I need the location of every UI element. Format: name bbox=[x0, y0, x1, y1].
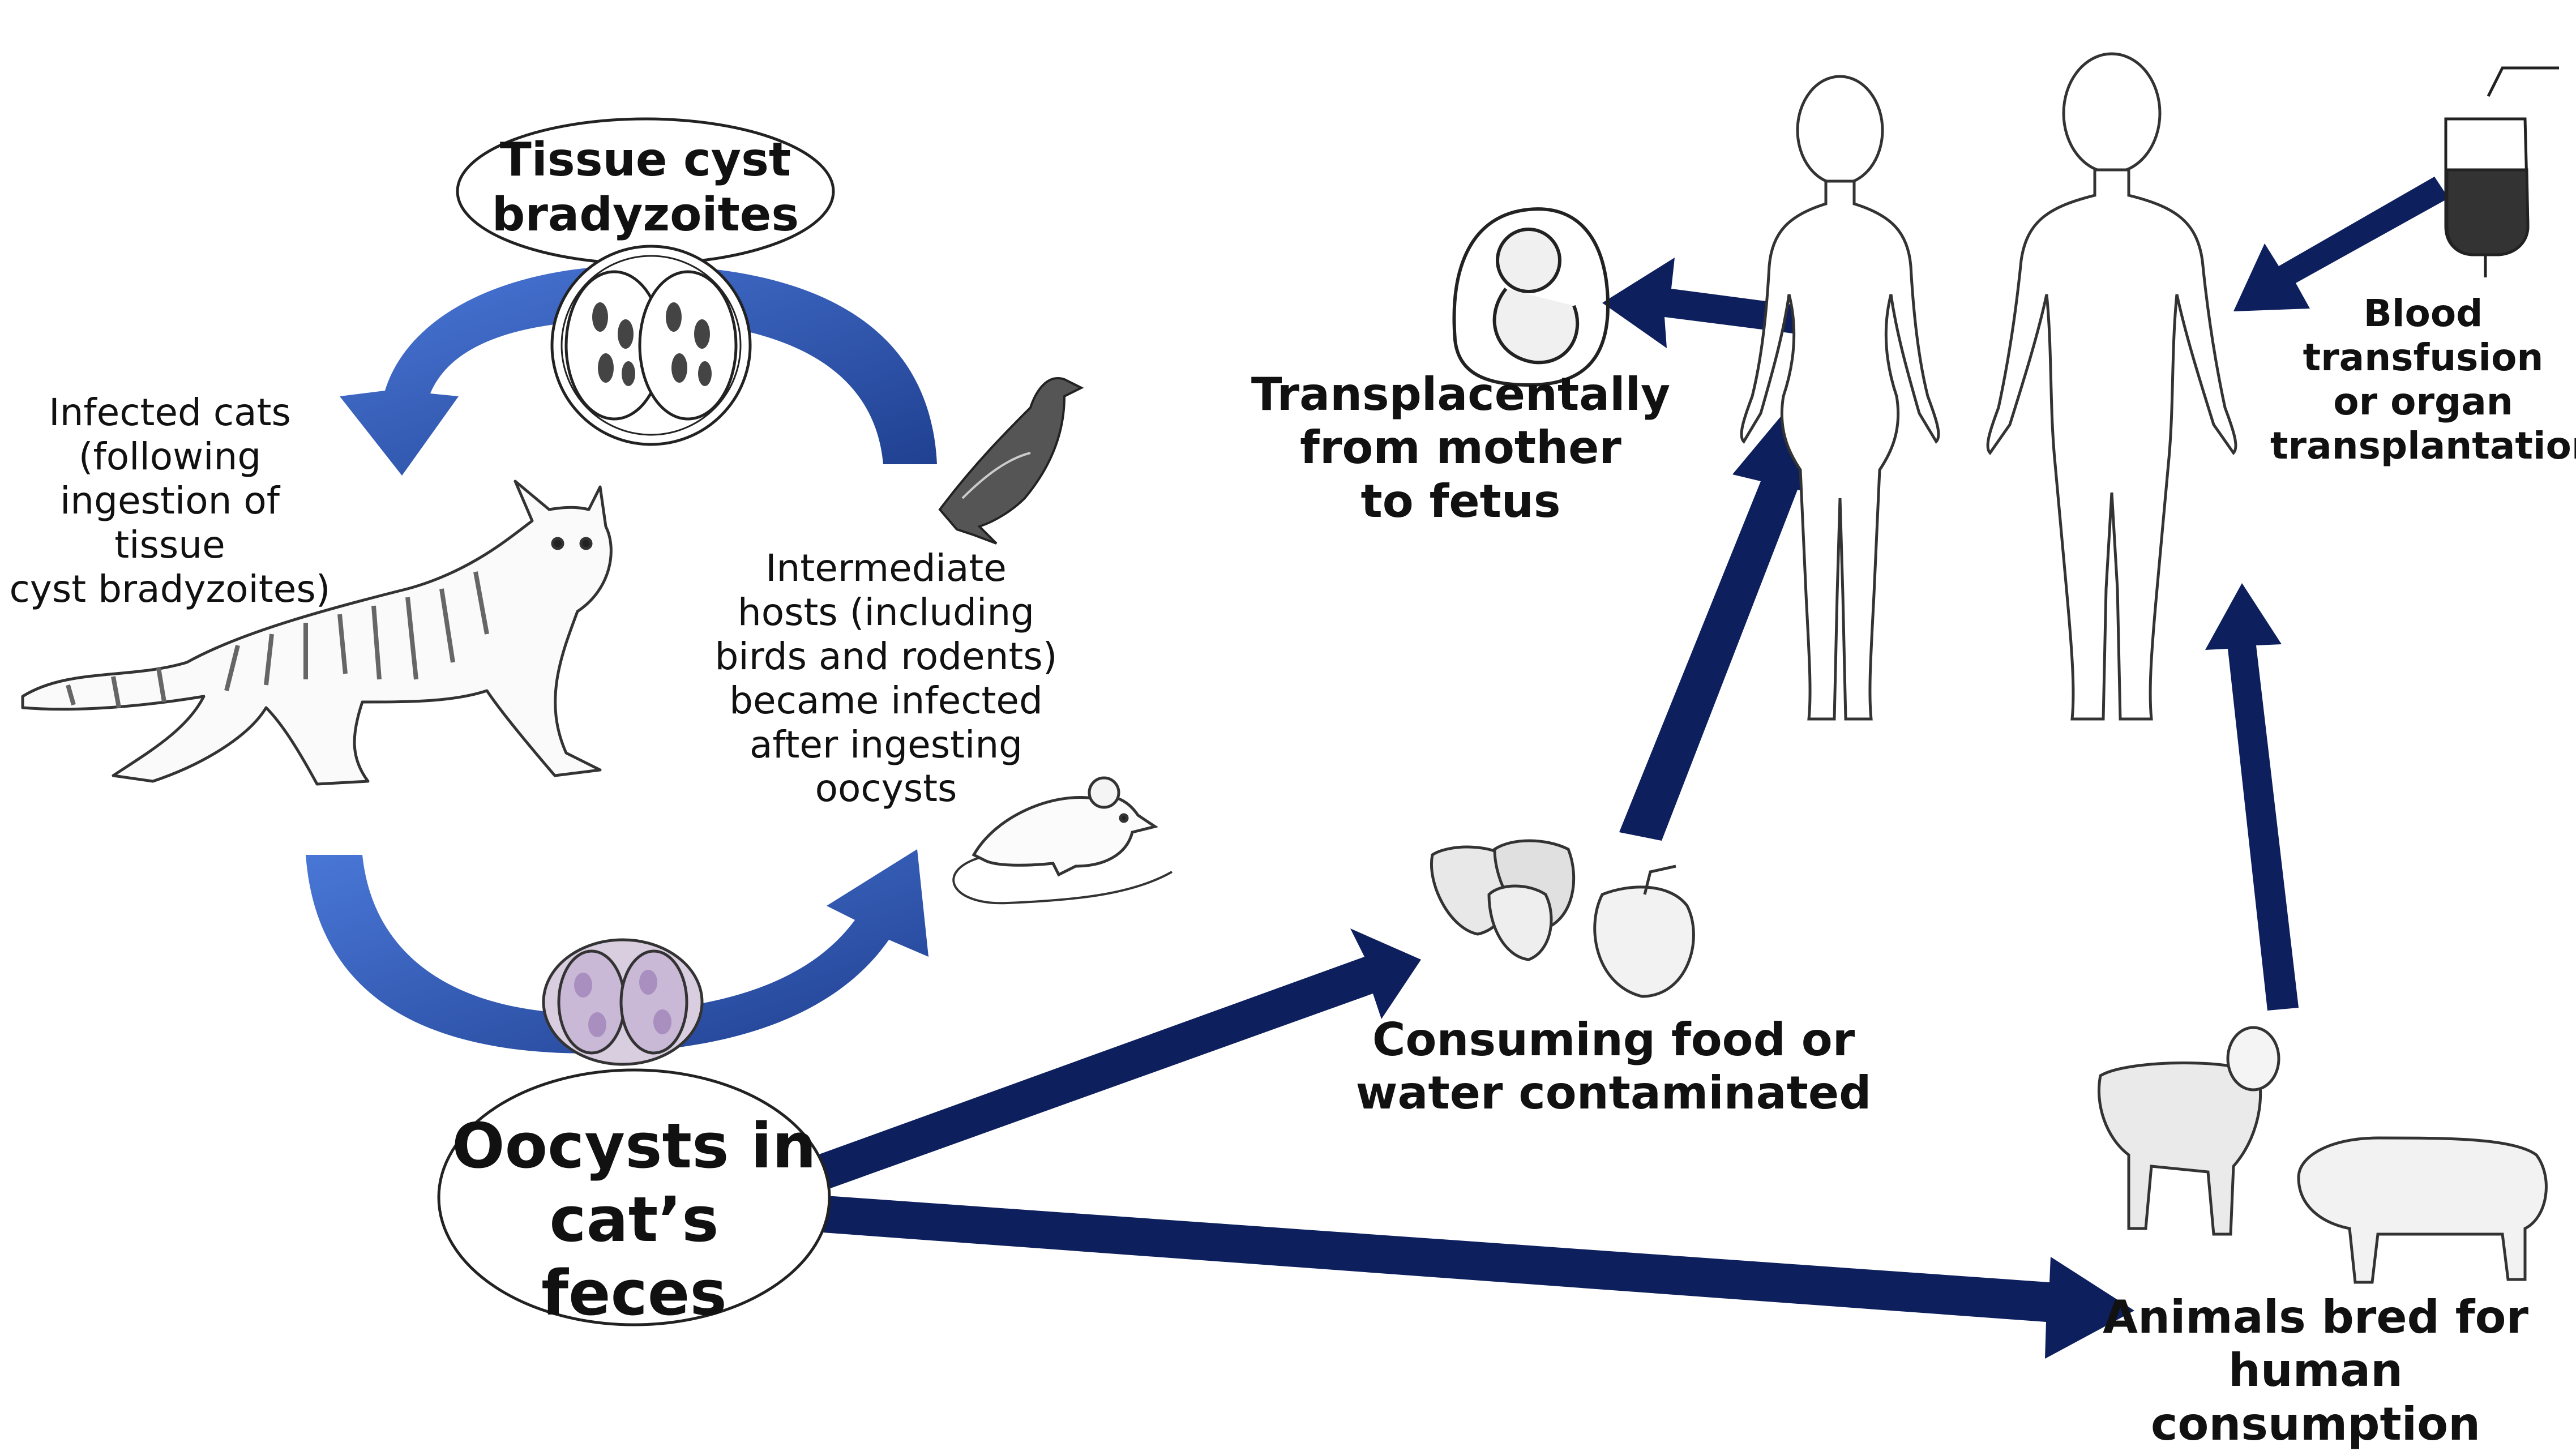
blood-line2: transfusion bbox=[2303, 335, 2544, 379]
food-line2: water contaminated bbox=[1355, 1067, 1872, 1120]
oocysts-label-line1: Oocysts in bbox=[452, 1110, 816, 1182]
intermediate-hosts-label: Intermediate hosts (including birds and … bbox=[702, 546, 1070, 811]
tissue-cyst-label-line2: bradyzoites bbox=[491, 187, 799, 242]
mouse-image bbox=[952, 776, 1173, 905]
route-arrow-to-animals bbox=[807, 1195, 2134, 1359]
infected-cats-line2: (following bbox=[78, 434, 262, 478]
toxoplasma-transmission-diagram bbox=[21, 52, 2559, 1359]
tissue-cyst-label: Tissue cyst bradyzoites bbox=[487, 133, 804, 243]
fruit-image bbox=[1430, 839, 1695, 998]
intermediate-hosts-line2: hosts (including bbox=[737, 590, 1035, 634]
intermediate-hosts-line4: became infected bbox=[729, 678, 1043, 722]
infected-cats-line1: Infected cats bbox=[49, 391, 291, 434]
infected-cats-line3: ingestion of tissue bbox=[59, 478, 280, 567]
food-water-label: Consuming food or water contaminated bbox=[1347, 1013, 1880, 1120]
intermediate-hosts-line5: after ingesting bbox=[749, 722, 1023, 767]
oocysts-label-line2: cat’s feces bbox=[541, 1183, 727, 1329]
sheep-image bbox=[2097, 1026, 2280, 1236]
infected-cats-line4: cyst bradyzoites) bbox=[9, 567, 331, 611]
intermediate-hosts-line3: birds and rodents) bbox=[714, 634, 1058, 678]
transplacental-line1: Transplacentally bbox=[1251, 368, 1671, 421]
intermediate-hosts-line1: Intermediate bbox=[765, 546, 1007, 590]
blood-line1: Blood bbox=[2363, 292, 2483, 335]
intermediate-hosts-line6: oocysts bbox=[815, 767, 957, 811]
animals-label: Animals bred for human consumption bbox=[2061, 1291, 2570, 1451]
blood-line4: transplantation bbox=[2270, 423, 2576, 468]
transplacental-line2: from mother bbox=[1300, 421, 1621, 474]
tissue-cyst-image bbox=[550, 245, 752, 446]
cycle-arrow-top bbox=[340, 265, 937, 476]
route-arrow-food-to-woman bbox=[1619, 396, 1817, 841]
pigeon-image bbox=[938, 377, 1084, 545]
fetus-image bbox=[1452, 207, 1610, 387]
woman-figure bbox=[1740, 75, 1940, 721]
tissue-cyst-label-line1: Tissue cyst bbox=[499, 133, 791, 187]
cycle-arrow-bottom bbox=[306, 849, 928, 1054]
transplacental-line3: to fetus bbox=[1360, 474, 1561, 528]
transplacental-label: Transplacentally from mother to fetus bbox=[1240, 368, 1681, 528]
route-arrow-to-food bbox=[810, 928, 1421, 1192]
oocysts-ellipse bbox=[437, 1068, 831, 1326]
animals-line1: Animals bred for bbox=[2103, 1291, 2528, 1343]
animals-line2: human consumption bbox=[2150, 1344, 2481, 1450]
oocysts-label: Oocysts in cat’s feces bbox=[447, 1110, 821, 1330]
blood-transfusion-label: Blood transfusion or organ transplantati… bbox=[2270, 292, 2576, 468]
infected-cats-label: Infected cats (following ingestion of ti… bbox=[0, 391, 340, 611]
blood-line3: or organ bbox=[2333, 379, 2513, 423]
man-figure bbox=[1986, 52, 2237, 721]
route-arrow-blood-to-man bbox=[2233, 177, 2449, 311]
blood-bag-image bbox=[2444, 66, 2559, 277]
route-arrow-woman-to-fetus bbox=[1602, 258, 1800, 348]
pig-image bbox=[2297, 1136, 2548, 1284]
oocyst-image bbox=[542, 938, 704, 1066]
food-line1: Consuming food or bbox=[1372, 1013, 1855, 1066]
cat-image bbox=[21, 480, 613, 786]
route-arrow-animals-to-man bbox=[2205, 583, 2299, 1011]
